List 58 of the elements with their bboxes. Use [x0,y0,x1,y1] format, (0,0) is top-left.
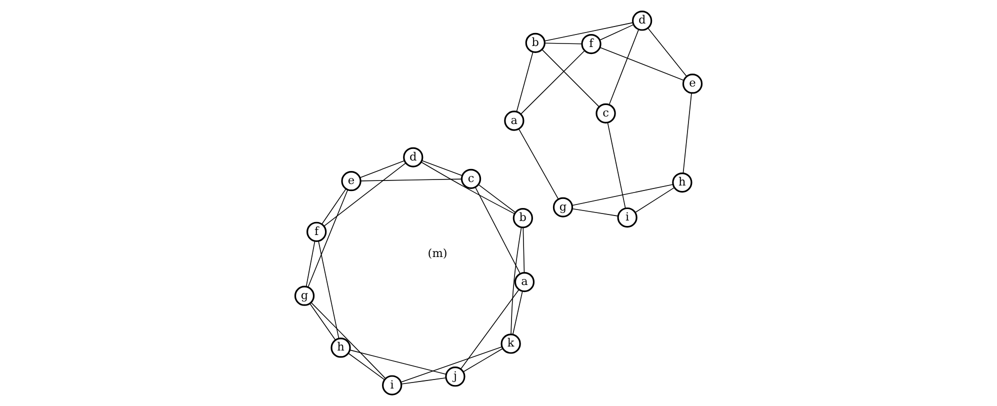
connector [516,52,534,112]
connector [401,377,446,384]
connector [422,160,463,176]
node-circle: f [306,222,327,242]
connector [360,178,462,182]
connector [544,22,634,42]
connector [460,289,520,370]
connector [512,290,523,336]
connector [420,162,515,214]
connector [318,240,340,339]
node-circle: b [512,208,533,228]
connector [634,187,675,213]
connector [510,227,522,335]
connector [324,162,406,226]
node-circle: b [525,32,546,54]
node-circle: k [500,334,521,354]
node-circle: a [504,110,524,131]
connector [520,50,585,114]
connector [648,28,687,77]
connector [308,189,348,288]
connector [608,29,640,105]
connector [542,49,600,108]
connector [474,186,520,274]
node-circle: h [330,338,351,358]
node-circle: h [672,172,692,193]
connector [463,348,503,372]
connector [682,92,692,174]
connector [478,184,516,213]
node-circle: c [596,103,616,124]
connector [400,346,502,383]
node-circle: g [294,286,315,306]
connector [518,128,559,200]
node-circle: a [514,272,535,292]
node-circle: d [403,147,424,168]
connector [572,208,619,216]
node-circle: e [682,74,703,94]
node-circle: d [632,10,652,31]
node-circle: g [552,197,574,218]
connector [600,47,684,81]
connector [360,160,405,178]
node-circle: j [445,366,466,387]
connector [544,42,582,44]
connector [599,24,634,41]
connector [607,122,626,209]
connector [572,184,674,206]
node-circle: i [382,375,402,396]
node-circle: c [460,168,482,189]
connector [309,303,336,340]
label: (m) [428,247,448,260]
node-circle: f [581,34,602,54]
connector [322,188,346,225]
connector [310,302,386,379]
node-circle: i [617,207,638,228]
connector [350,350,446,375]
connector [522,227,525,274]
connector [348,352,385,380]
connector [306,240,316,288]
node-circle: e [341,171,362,192]
